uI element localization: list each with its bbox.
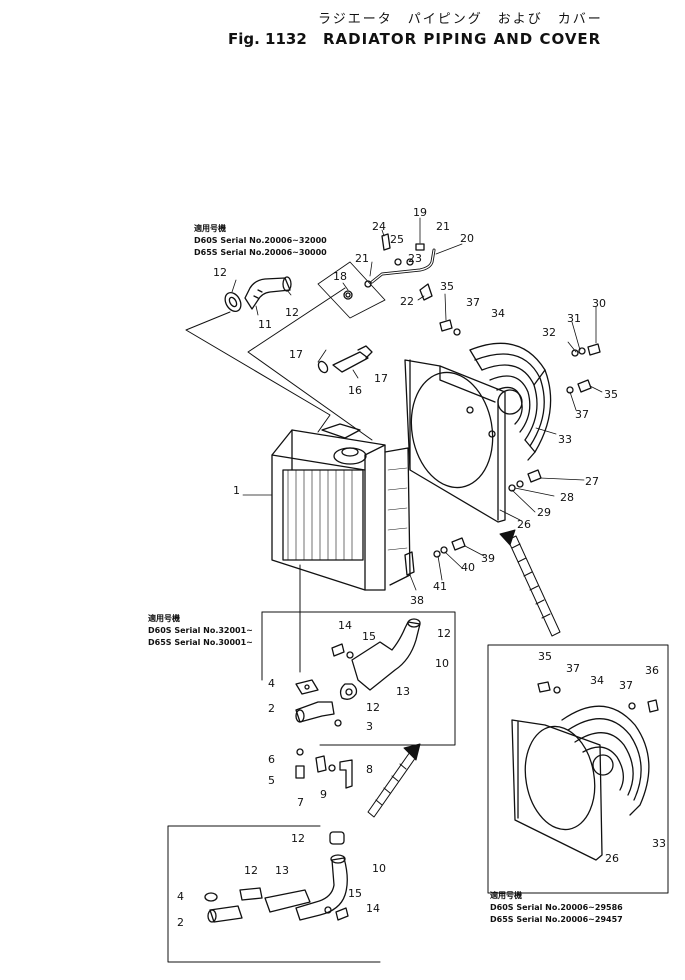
fan-shroud xyxy=(404,359,506,523)
fan-guard xyxy=(466,342,552,461)
callout-labels: 1 2 3 4 5 6 7 8 9 10 11 12 12 12 12 13 1… xyxy=(177,206,666,929)
detail-box-middle xyxy=(261,564,456,789)
callout-36: 36 xyxy=(645,664,659,677)
callout-4: 4 xyxy=(268,677,275,690)
callout-34: 34 xyxy=(590,674,604,687)
upper-hose-group xyxy=(224,276,292,312)
callout-23: 23 xyxy=(408,252,422,265)
callout-2: 2 xyxy=(268,702,275,715)
callout-33: 33 xyxy=(652,837,666,850)
callout-29: 29 xyxy=(537,506,551,519)
svg-text:D65S Serial No.20006~30000: D65S Serial No.20006~30000 xyxy=(194,248,327,257)
callout-40: 40 xyxy=(461,561,475,574)
svg-text:D65S Serial No.20006~29457: D65S Serial No.20006~29457 xyxy=(490,915,623,924)
callout-6: 6 xyxy=(268,753,275,766)
detail-box-bottom xyxy=(167,825,381,963)
elbow-16 xyxy=(317,345,373,374)
callout-12: 12 xyxy=(285,306,299,319)
bypass-pipe-group xyxy=(364,233,436,301)
callout-33: 33 xyxy=(558,433,572,446)
callout-32: 32 xyxy=(542,326,556,339)
callout-37: 37 xyxy=(619,679,633,692)
callout-9: 9 xyxy=(320,788,327,801)
callout-15: 15 xyxy=(348,887,362,900)
callout-4: 4 xyxy=(177,890,184,903)
callout-34: 34 xyxy=(491,307,505,320)
callout-14: 14 xyxy=(366,902,380,915)
callout-17: 17 xyxy=(289,348,303,361)
inset-box xyxy=(487,644,669,894)
callout-37: 37 xyxy=(566,662,580,675)
callout-11: 11 xyxy=(258,318,272,331)
diagram-title: RADIATOR PIPING AND COVER xyxy=(323,30,602,48)
callout-37: 37 xyxy=(466,296,480,309)
routing-lines xyxy=(185,261,386,441)
callout-12: 12 xyxy=(244,864,258,877)
detail-arrow-right xyxy=(499,529,561,637)
detail-arrow-lower xyxy=(367,743,421,818)
callout-25: 25 xyxy=(390,233,404,246)
callout-15: 15 xyxy=(362,630,376,643)
callout-31: 31 xyxy=(567,312,581,325)
svg-text:適用号機: 適用号機 xyxy=(148,613,180,623)
leader-lines xyxy=(231,217,603,591)
callout-13: 13 xyxy=(396,685,410,698)
callout-17: 17 xyxy=(374,372,388,385)
callout-20: 20 xyxy=(460,232,474,245)
callout-35: 35 xyxy=(538,650,552,663)
callout-26: 26 xyxy=(517,518,531,531)
callout-12: 12 xyxy=(213,266,227,279)
callout-21: 21 xyxy=(436,220,450,233)
fitting-18 xyxy=(343,290,353,300)
callout-10: 10 xyxy=(435,657,449,670)
callout-5: 5 xyxy=(268,774,275,787)
callout-26: 26 xyxy=(605,852,619,865)
svg-text:D60S Serial No.32001~: D60S Serial No.32001~ xyxy=(148,626,253,635)
callout-24: 24 xyxy=(372,220,386,233)
callout-8: 8 xyxy=(366,763,373,776)
svg-text:D60S Serial No.20006~32000: D60S Serial No.20006~32000 xyxy=(194,236,327,245)
callout-21: 21 xyxy=(355,252,369,265)
svg-text:適用号機: 適用号機 xyxy=(194,223,226,233)
callout-10: 10 xyxy=(372,862,386,875)
callout-37: 37 xyxy=(575,408,589,421)
callout-3: 3 xyxy=(366,720,373,733)
japanese-title: ラジエータ パイピング および カバー xyxy=(318,12,603,27)
callout-18: 18 xyxy=(333,270,347,283)
callout-12: 12 xyxy=(291,832,305,845)
figure-number: Fig. 1132 xyxy=(228,30,307,48)
callout-16: 16 xyxy=(348,384,362,397)
callout-28: 28 xyxy=(560,491,574,504)
callout-27: 27 xyxy=(585,475,599,488)
callout-38: 38 xyxy=(410,594,424,607)
callout-1: 1 xyxy=(233,484,240,497)
callout-30: 30 xyxy=(592,297,606,310)
callout-35: 35 xyxy=(604,388,618,401)
callout-39: 39 xyxy=(481,552,495,565)
callout-22: 22 xyxy=(400,295,414,308)
applicability-note-middle: 適用号機 D60S Serial No.32001~ D65S Serial N… xyxy=(148,613,253,647)
applicability-note-bottom: 適用号機 D60S Serial No.20006~29586 D65S Ser… xyxy=(490,890,623,924)
applicability-note-top: 適用号機 D60S Serial No.20006~32000 D65S Ser… xyxy=(194,223,327,257)
callout-12: 12 xyxy=(366,701,380,714)
svg-text:適用号機: 適用号機 xyxy=(490,890,522,900)
callout-7: 7 xyxy=(297,796,304,809)
callout-13: 13 xyxy=(275,864,289,877)
svg-text:D60S Serial No.20006~29586: D60S Serial No.20006~29586 xyxy=(490,903,623,912)
radiator xyxy=(271,423,411,591)
callout-41: 41 xyxy=(433,580,447,593)
callout-35: 35 xyxy=(440,280,454,293)
callout-12: 12 xyxy=(437,627,451,640)
callout-19: 19 xyxy=(413,206,427,219)
callout-2: 2 xyxy=(177,916,184,929)
svg-text:D65S Serial No.30001~: D65S Serial No.30001~ xyxy=(148,638,253,647)
callout-14: 14 xyxy=(338,619,352,632)
